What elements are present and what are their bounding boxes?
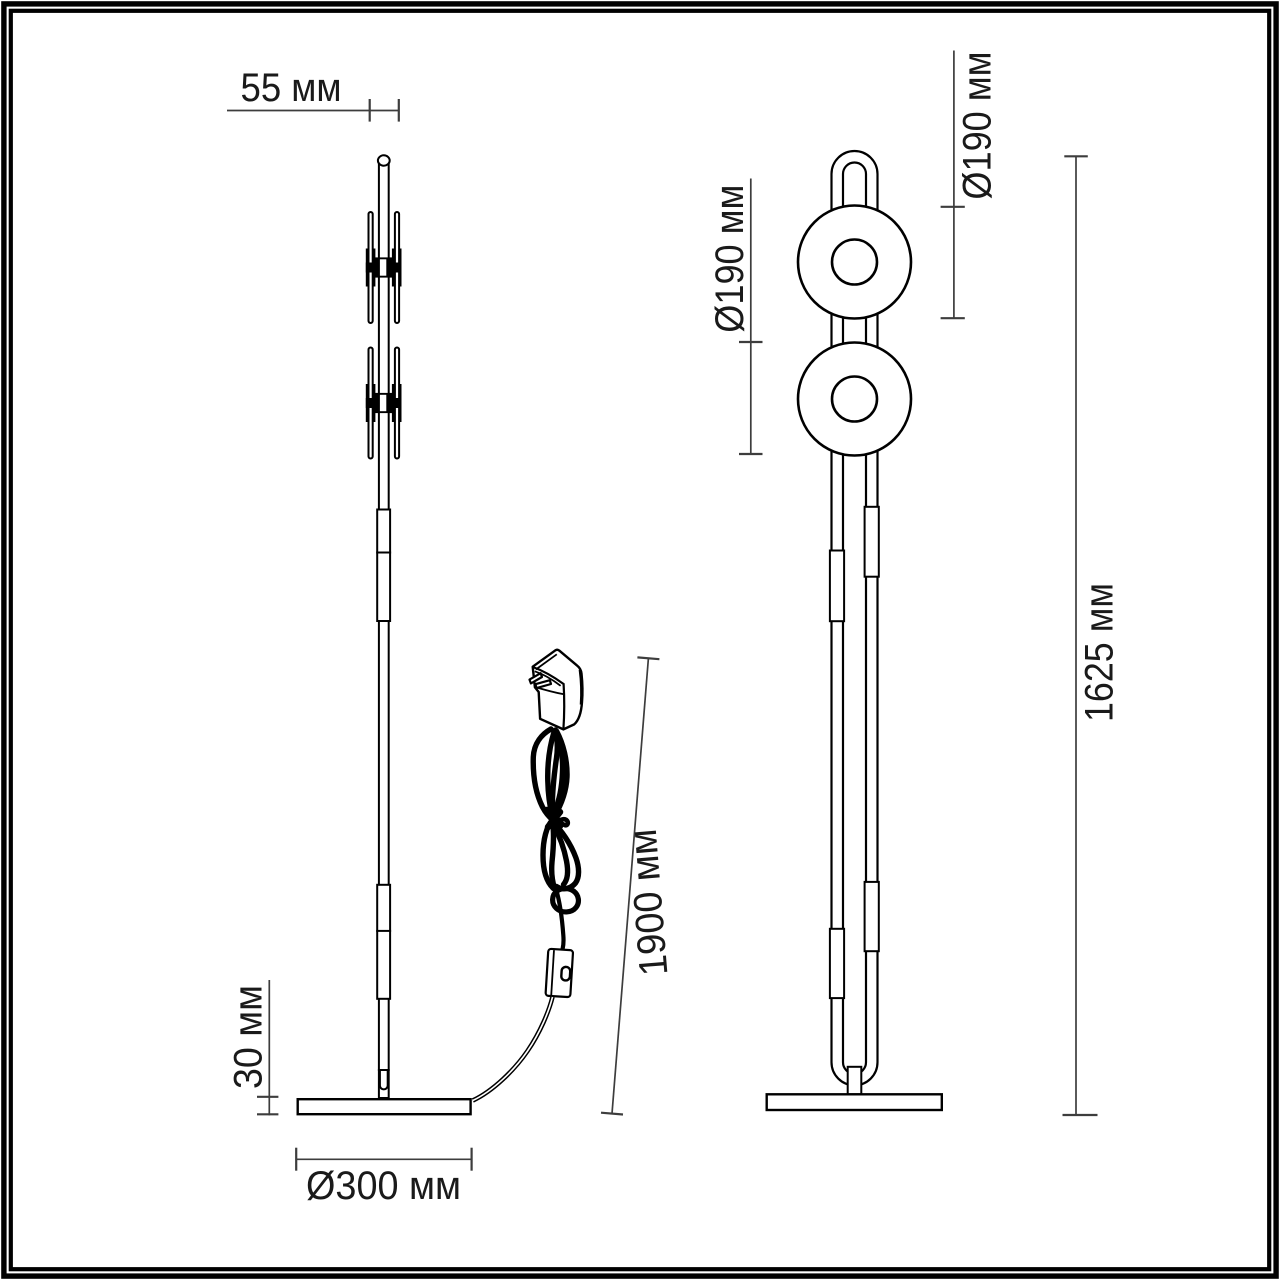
svg-text:Ø190 мм: Ø190 мм: [956, 52, 1000, 200]
svg-text:30 мм: 30 мм: [227, 985, 271, 1089]
svg-text:1625 мм: 1625 мм: [1078, 583, 1122, 722]
svg-text:Ø300 мм: Ø300 мм: [306, 1164, 461, 1208]
svg-text:Ø190 мм: Ø190 мм: [708, 185, 752, 333]
svg-text:55 мм: 55 мм: [241, 66, 342, 110]
